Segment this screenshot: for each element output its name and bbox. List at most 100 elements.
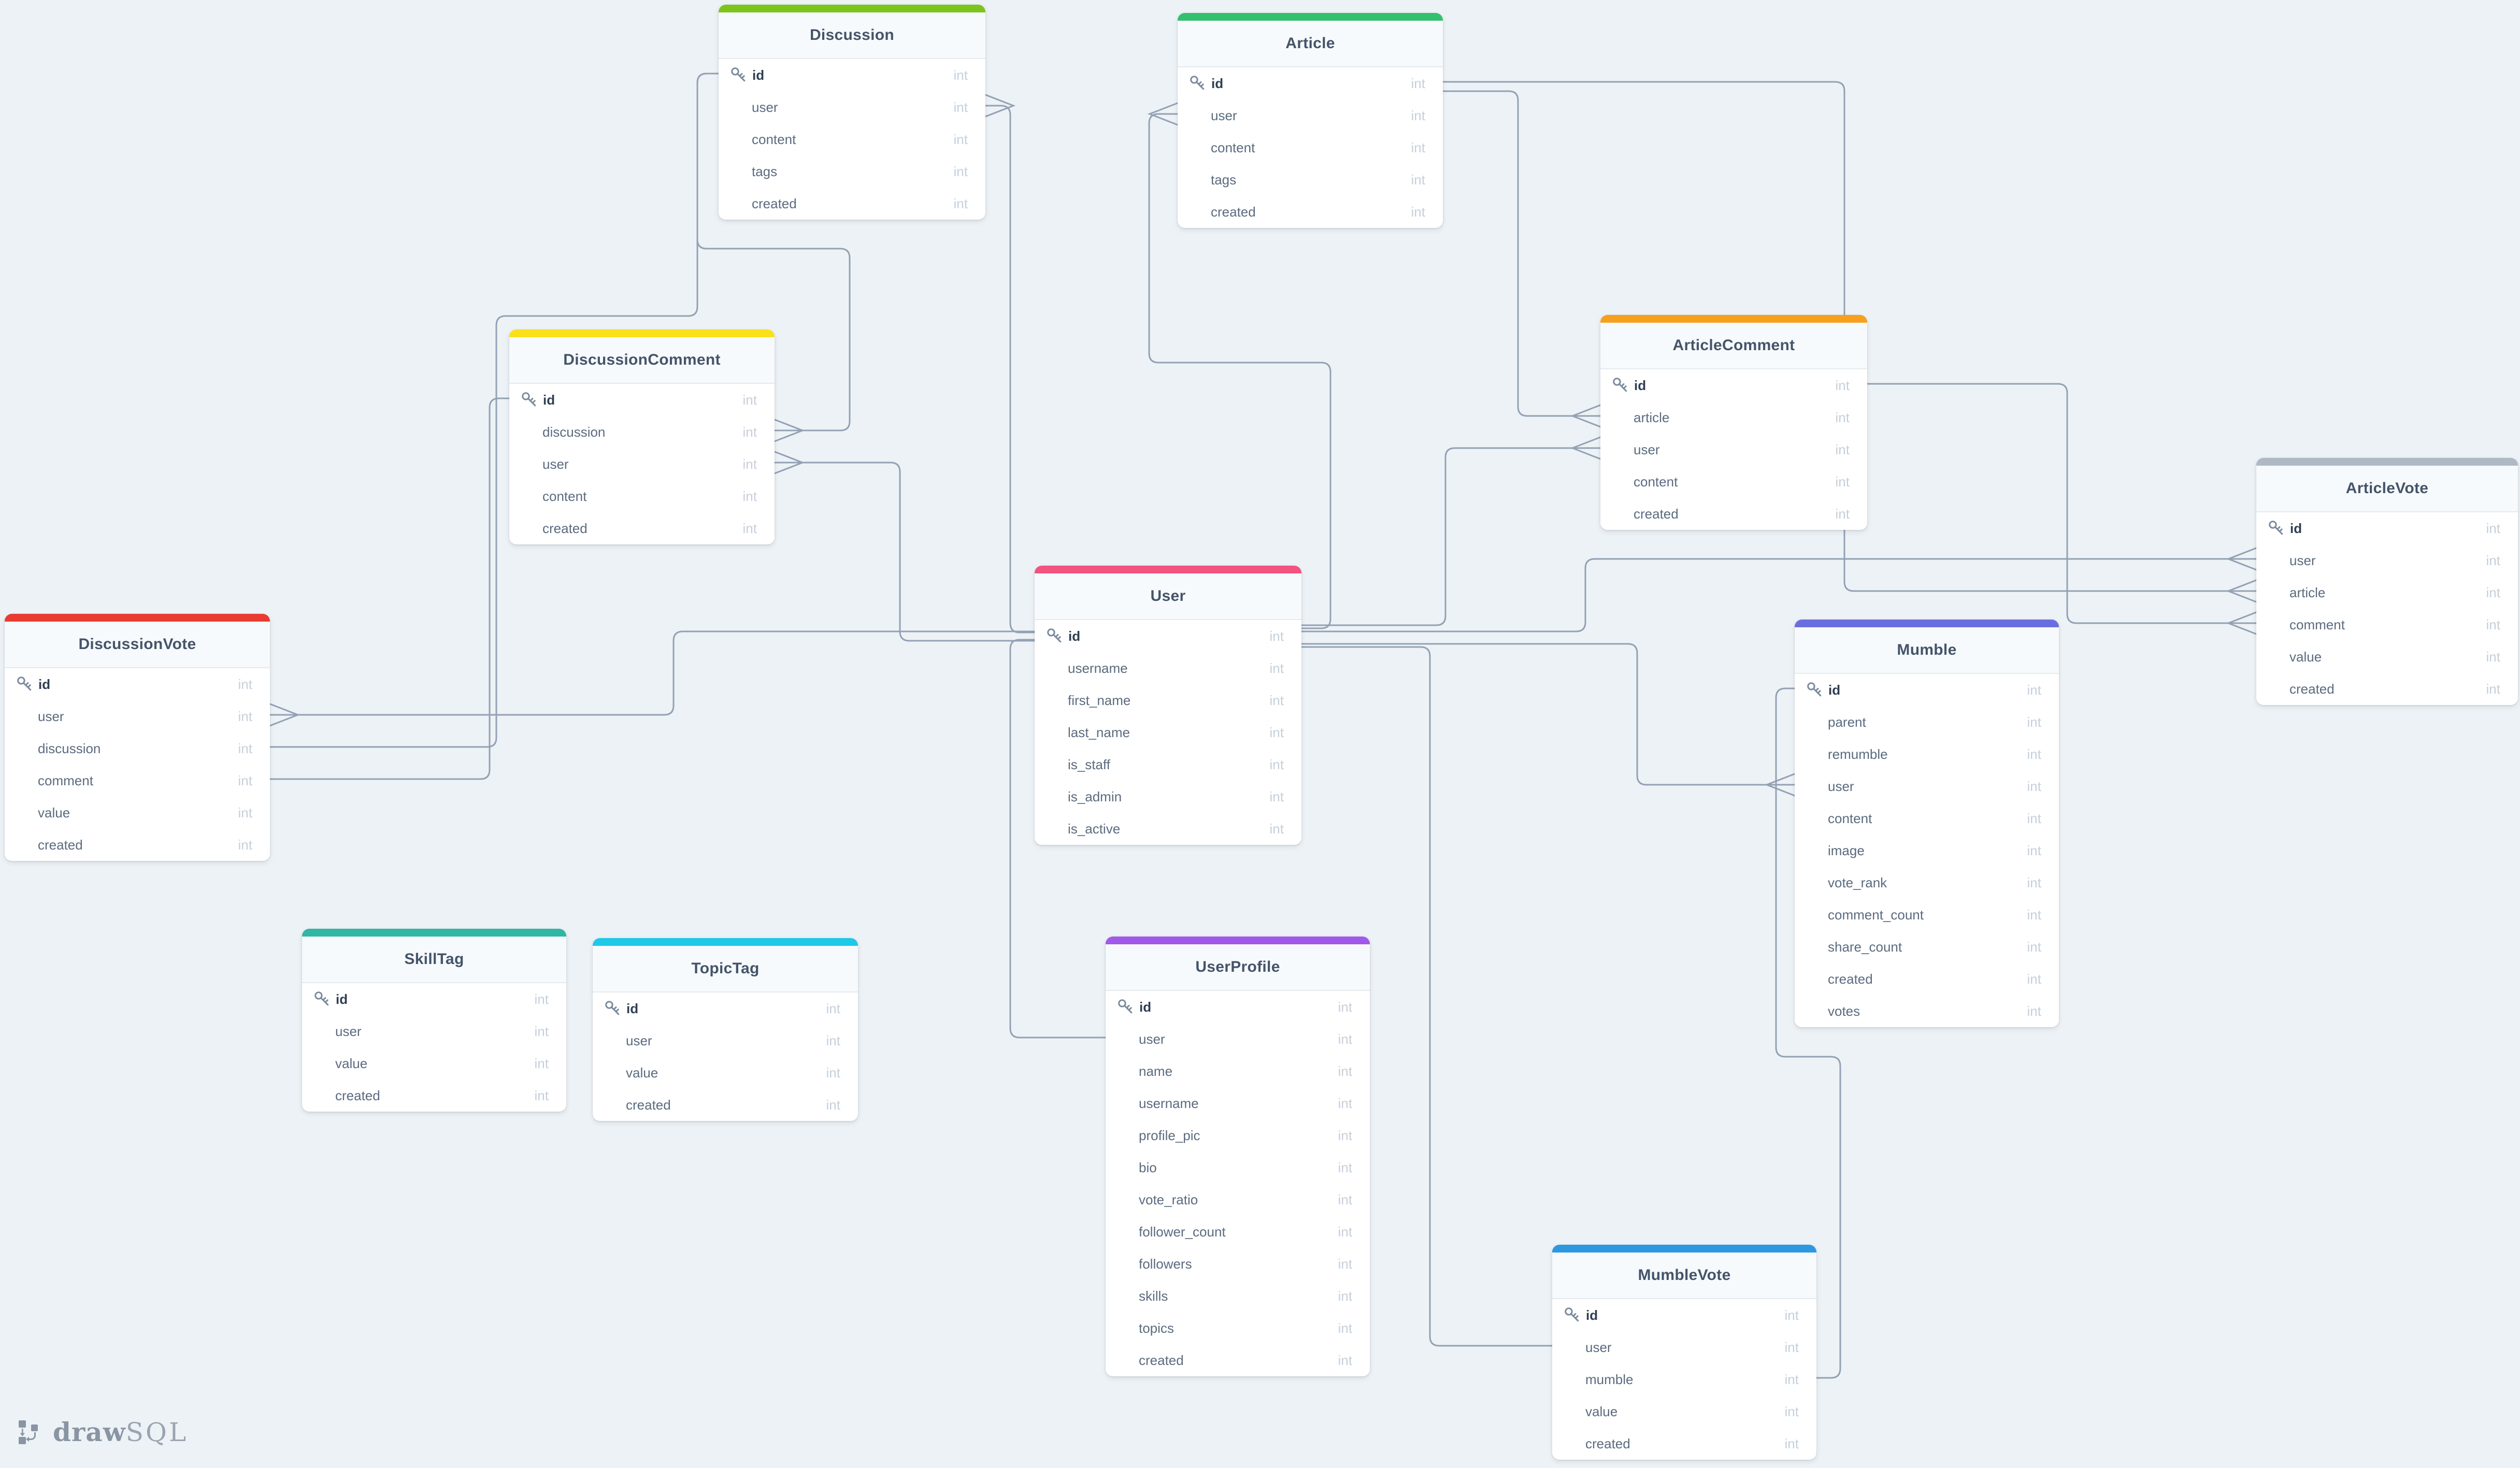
field-name: name [1139, 1063, 1173, 1079]
primary-key-icon [1565, 1307, 1579, 1322]
drawsql-brand-draw: draw [53, 1417, 126, 1447]
field-name: user [1139, 1031, 1165, 1047]
field-name: comment [2289, 616, 2345, 632]
field-name: created [1828, 971, 1873, 987]
field-name: content [752, 131, 796, 147]
field-type: int [238, 837, 252, 853]
crow-foot-DiscussionVote.user [269, 703, 300, 727]
field-name: vote_ratio [1139, 1191, 1198, 1207]
field-type: int [1269, 788, 1284, 804]
field-type: int [1411, 75, 1425, 91]
field-name: id [1211, 75, 1224, 91]
table-header-strip [1600, 315, 1867, 323]
field-type: int [2027, 874, 2041, 890]
field-type: int [1835, 473, 1850, 490]
field-type: int [1835, 409, 1850, 425]
table-header-strip [2256, 458, 2518, 466]
field-type: int [1269, 724, 1284, 740]
field-type: int [2027, 746, 2041, 762]
relationship-Article.user-to-User.id [1148, 113, 1331, 629]
table-title-ArticleComment: ArticleComment [1600, 323, 1867, 369]
field-type: int [826, 1032, 840, 1048]
drawsql-logo-text: drawSQL [53, 1417, 189, 1447]
field-type: int [1784, 1435, 1799, 1451]
field-name: created [752, 195, 797, 211]
field-type: int [1338, 1127, 1352, 1143]
relationship-ArticleComment.article-to-Article.id [1442, 90, 1601, 417]
field-type: int [1269, 692, 1284, 708]
field-name: value [38, 804, 70, 821]
crow-foot-ArticleComment.article [1570, 404, 1601, 428]
primary-key-icon [2269, 521, 2283, 535]
table-title-UserProfile: UserProfile [1106, 944, 1370, 991]
primary-key-icon [731, 67, 746, 82]
field-type: int [742, 520, 757, 536]
drawsql-brand-sql: SQL [125, 1417, 189, 1447]
field-type: int [2486, 520, 2500, 536]
field-type: int [534, 991, 549, 1007]
field-name: username [1139, 1095, 1199, 1111]
field-type: int [2027, 906, 2041, 923]
field-name: first_name [1068, 692, 1131, 708]
field-type: int [2027, 778, 2041, 794]
relationship-Mumble.user-to-User.id [1300, 643, 1796, 786]
field-row-User-first_name: first_name int [1035, 684, 1301, 716]
field-name: id [1828, 682, 1841, 698]
field-name: created [1585, 1435, 1630, 1451]
field-name: is_active [1068, 821, 1121, 837]
table-title-SkillTag: SkillTag [302, 937, 566, 983]
table-header-strip [719, 5, 985, 12]
field-type: int [1411, 171, 1425, 188]
field-type: int [2027, 842, 2041, 858]
field-type: int [1784, 1371, 1799, 1387]
drawsql-logo-icon [19, 1420, 38, 1444]
field-name: user [626, 1032, 652, 1048]
field-name: topics [1139, 1320, 1174, 1336]
relationship-ArticleComment.user-to-User.id [1300, 447, 1601, 626]
field-type: int [1411, 204, 1425, 220]
field-name: id [2290, 520, 2302, 536]
